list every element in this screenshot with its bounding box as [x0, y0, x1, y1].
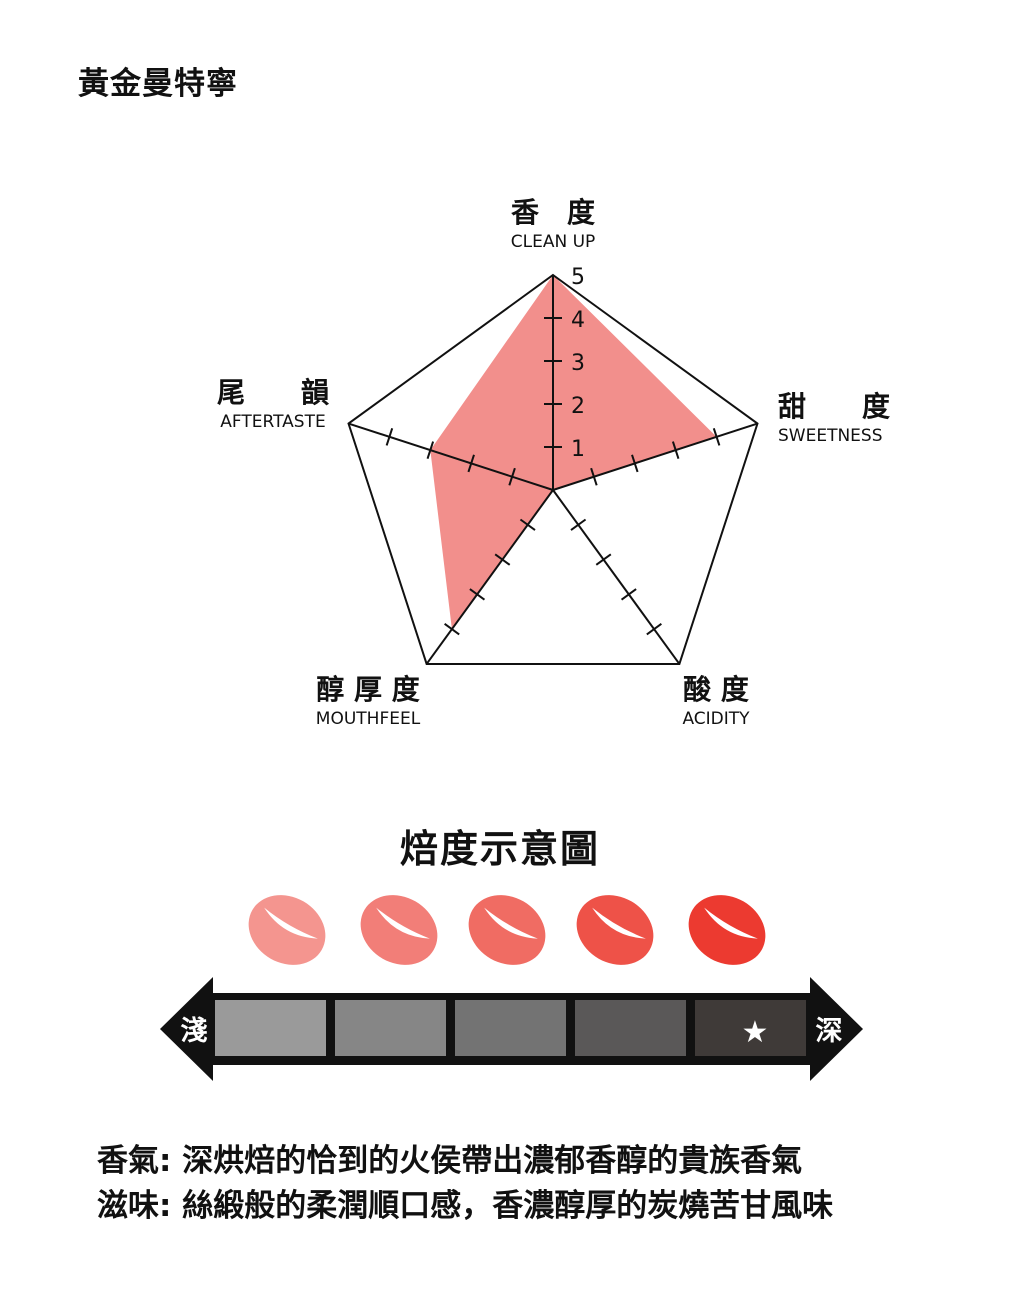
selected-level-star-icon: ★ [742, 1015, 769, 1050]
radar-axis-sublabel: CLEAN UP [511, 232, 596, 252]
radar-tick [467, 454, 475, 473]
radar-scale-label: 4 [571, 308, 585, 333]
radar-tick [712, 427, 721, 446]
radar-tick [385, 427, 394, 446]
radar-tick [620, 588, 637, 601]
radar-axis-line [552, 489, 681, 665]
radar-tick [590, 467, 598, 486]
coffee-bean-icon [468, 895, 546, 965]
light-roast-label: 淺 [181, 1016, 208, 1047]
roast-level-chart: ★ 淺 深 [160, 895, 863, 1081]
roast-level-segment [695, 1000, 806, 1056]
radar-axis-label: 香 度 [511, 196, 595, 229]
coffee-bean-icon [688, 895, 766, 965]
roast-level-segment [455, 1000, 566, 1056]
roast-level-segment [575, 1000, 686, 1056]
radar-tick [494, 553, 511, 566]
radar-scale-label: 3 [571, 351, 585, 376]
arrow-right-icon [810, 977, 863, 1081]
page-title: 黃金曼特寧 [78, 66, 238, 102]
radar-tick [444, 623, 460, 636]
radar-axis-line [348, 422, 554, 491]
radar-data-area [430, 275, 717, 630]
aroma-description: 香氣: 深烘焙的恰到的火侯帶出濃郁香醇的貴族香氣 [97, 1143, 803, 1179]
radar-tick [426, 441, 435, 460]
radar-axis-label: 甜 度 [778, 390, 890, 423]
coffee-bean-icon [248, 895, 326, 965]
radar-axis-sublabel: AFTERTASTE [220, 412, 325, 432]
flavor-description: 滋味: 絲緞般的柔潤順口感，香濃醇厚的炭燒苦甘風味 [97, 1188, 834, 1224]
radar-pentagon-outline [347, 273, 759, 665]
radar-tick [570, 518, 587, 531]
radar-axis-line [425, 489, 554, 665]
radar-tick [595, 553, 612, 566]
radar-tick [646, 623, 662, 636]
radar-axis-label: 酸 度 [683, 673, 749, 706]
radar-axis-sublabel: ACIDITY [682, 709, 750, 729]
roast-chart-title: 焙度示意圖 [399, 827, 600, 871]
radar-tick [469, 588, 486, 601]
radar-axis-label: 醇 厚 度 [316, 673, 420, 706]
radar-tick [508, 467, 516, 486]
radar-axis-line [552, 422, 758, 491]
coffee-bean-icon [360, 895, 438, 965]
radar-chart: 1 2 3 4 5 香 度 CLEAN UP 甜 度 SWEETNESS 酸 度 ACIDITY 醇… [217, 196, 890, 729]
coffee-bean-icon [576, 895, 654, 965]
arrow-left-icon [160, 977, 213, 1081]
radar-scale-label: 2 [571, 394, 585, 419]
roast-level-segment [215, 1000, 326, 1056]
radar-axis-sublabel: MOUTHFEEL [316, 709, 421, 729]
radar-tick [631, 454, 639, 473]
radar-scale-label: 5 [571, 265, 585, 290]
radar-scale-label: 1 [571, 437, 585, 462]
roast-level-segment [335, 1000, 446, 1056]
radar-tick [519, 518, 536, 531]
radar-tick [671, 441, 680, 460]
radar-axis-label: 尾 韻 [217, 376, 330, 409]
dark-roast-label: 深 [816, 1016, 843, 1047]
radar-axis-sublabel: SWEETNESS [778, 426, 883, 446]
